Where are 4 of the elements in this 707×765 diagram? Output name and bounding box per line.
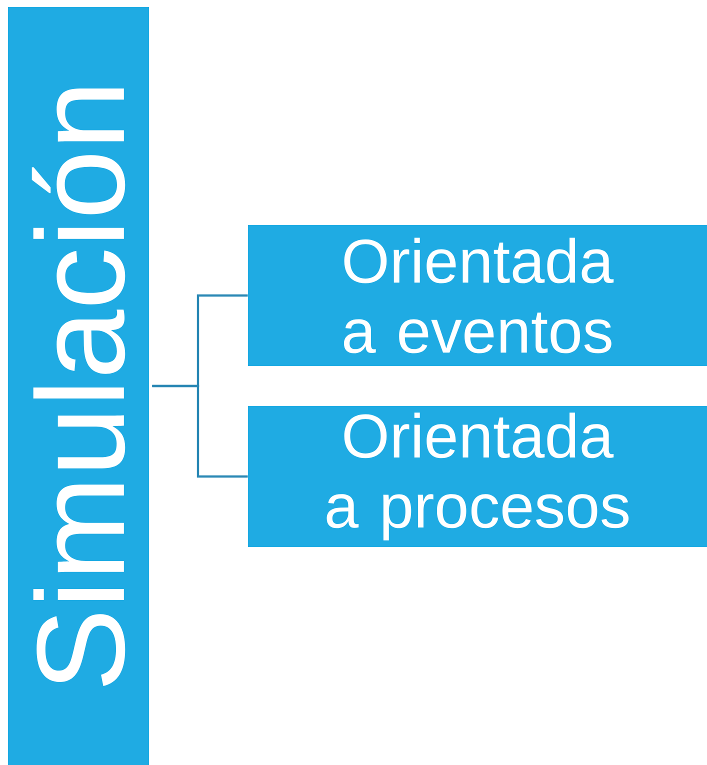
- connector: [152, 384, 248, 478]
- category-box: Orientada a eventos: [248, 225, 707, 366]
- category-box: Orientada a procesos: [248, 406, 707, 547]
- title-bar: Simulación: [8, 7, 149, 765]
